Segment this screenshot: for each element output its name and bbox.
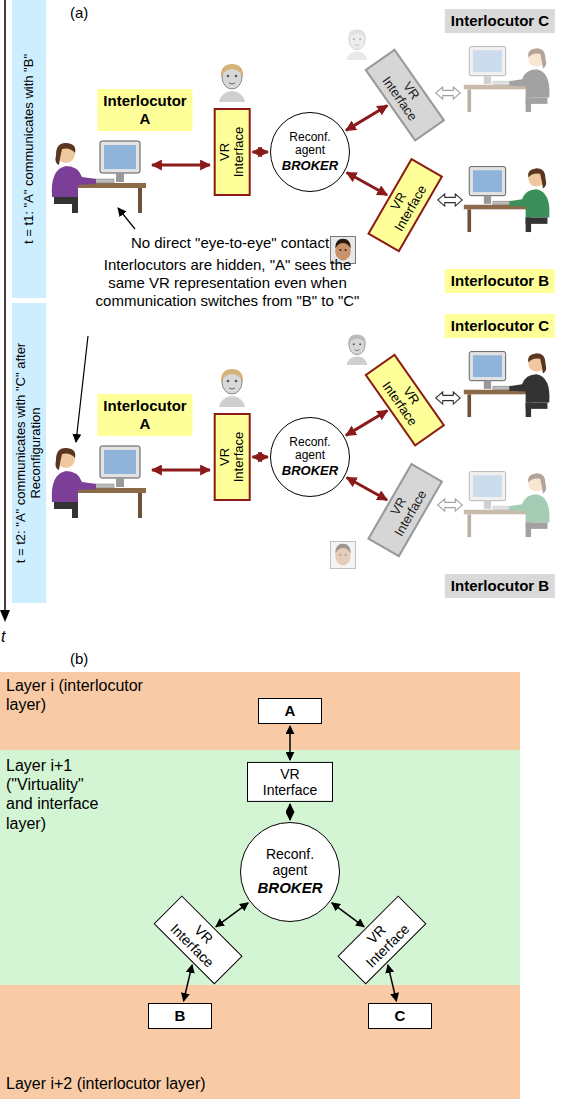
avatar-head [219, 369, 245, 407]
node-text: BROKER [282, 464, 338, 478]
node-text: Reconf. agent [289, 436, 330, 462]
node-text: VR Interface [218, 127, 247, 178]
interlocutor-label: Interlocutor C [445, 9, 555, 33]
panel-label: (a) [70, 4, 88, 22]
vr-interface-box: VR Interface [153, 895, 242, 984]
interlocutor-label: Interlocutor B [445, 269, 555, 293]
hollow-double-arrow [436, 87, 461, 99]
interlocutor-label: Interlocutor A [97, 89, 192, 131]
hollow-double-arrow [438, 194, 463, 206]
connector-arrow [332, 903, 364, 927]
broker-circle: Reconf. agentBROKER [240, 822, 340, 922]
node-text: Interlocutor C [451, 317, 549, 335]
interlocutor-label: Interlocutor B [445, 574, 555, 598]
node-text: BROKER [257, 880, 322, 897]
node-text: C [375, 1007, 425, 1025]
connector-arrow [346, 106, 387, 131]
node-text: t = t1: "A" communicates with "B" [22, 7, 37, 291]
time-band: t = t2: "A" communicates with "C" after … [12, 303, 46, 603]
panel-t1-illustration [52, 30, 550, 264]
time-band: t = t1: "A" communicates with "B" [12, 0, 46, 298]
user-link-arrow [152, 164, 210, 167]
node-text: A [265, 702, 315, 720]
node-text: t = t2: "A" communicates with "C" after … [14, 310, 44, 596]
vr-interface-box: VR Interface [214, 108, 251, 196]
user-link-arrow [152, 469, 210, 472]
vr-interface-box: VR Interface [247, 762, 333, 802]
connector-arrow [253, 151, 269, 154]
connector-arrow [289, 804, 291, 820]
node-text: Interlocutor C [451, 12, 549, 30]
interlocutor-c-figure [464, 47, 550, 112]
panel-t2-illustration [52, 335, 550, 569]
node-text: VR Interface [380, 481, 430, 539]
node-text: Reconf. agent [289, 131, 330, 157]
note-text: No direct "eye-to-eye" contact [95, 234, 365, 252]
node-text: VR Interface [380, 176, 430, 234]
broker-circle: Reconf. agentBROKER [270, 417, 350, 497]
time-axis [0, 0, 10, 622]
node-text: Interlocutor B [451, 577, 549, 595]
vr-interface-box: VR Interface [365, 48, 445, 141]
connector-arrow [347, 477, 387, 500]
layer-band: Layer i+1 ("Virtuality" and interface la… [0, 750, 520, 985]
node-text: VR Interface [167, 909, 228, 970]
connector-arrow [289, 726, 291, 760]
interlocutor-b-figure [464, 167, 550, 232]
interlocutor-c-figure [464, 352, 550, 417]
interlocutor-a-figure [52, 446, 146, 518]
node-text: VR Interface [263, 766, 317, 798]
interlocutor-label: Interlocutor C [445, 314, 555, 338]
node-text: VR Interface [351, 909, 412, 970]
connector-arrow [184, 965, 193, 1001]
hollow-double-arrow [436, 392, 461, 404]
avatar-head [347, 30, 368, 60]
node-text: Interlocutor B [451, 272, 549, 290]
layer-band: Layer i (interlocutor layer) A [0, 672, 520, 750]
node-text: B [155, 1007, 205, 1025]
vr-interface-box: VR Interface [367, 158, 443, 253]
hollow-double-arrow [438, 499, 463, 511]
vr-interface-box: VR Interface [337, 895, 426, 984]
axis-label: t [1, 627, 5, 646]
panel-label: (b) [70, 650, 88, 668]
connector-arrow [347, 172, 387, 195]
node-text: VR Interface [379, 66, 431, 124]
node-text: VR Interface [218, 432, 247, 483]
vr-interface-box: VR Interface [367, 463, 443, 558]
connector-arrow [253, 456, 269, 459]
interlocutor-label: Interlocutor A [97, 394, 192, 436]
connector-arrow [216, 903, 248, 927]
avatar-head [347, 335, 368, 365]
connector-arrow [388, 965, 397, 1001]
connector-arrow [346, 411, 387, 436]
interlocutor-box: C [368, 1003, 432, 1029]
interlocutor-a-figure [52, 141, 146, 213]
node-text: Layer i (interlocutor layer) [6, 676, 156, 714]
layer-band: Layer i+2 (interlocutor layer) B C [0, 985, 520, 1099]
note-text: Interlocutors are hidden, "A" sees the s… [85, 256, 370, 310]
vr-interface-box: VR Interface [365, 353, 445, 446]
node-text: Layer i+2 (interlocutor layer) [6, 1074, 206, 1093]
node-text: Interlocutor A [103, 92, 186, 128]
node-text: VR Interface [379, 371, 431, 429]
node-text: BROKER [282, 159, 338, 173]
node-text: Layer i+1 ("Virtuality" and interface la… [6, 756, 101, 833]
interlocutor-b-figure [464, 472, 550, 537]
avatar-face [330, 542, 355, 569]
node-text: Reconf. agent [266, 847, 314, 878]
avatar-head [219, 64, 245, 102]
broker-circle: Reconf. agentBROKER [270, 112, 350, 192]
interlocutor-box: A [258, 698, 322, 724]
node-text: Interlocutor A [103, 397, 186, 433]
vr-interface-box: VR Interface [214, 413, 251, 501]
interlocutor-box: B [148, 1003, 212, 1029]
